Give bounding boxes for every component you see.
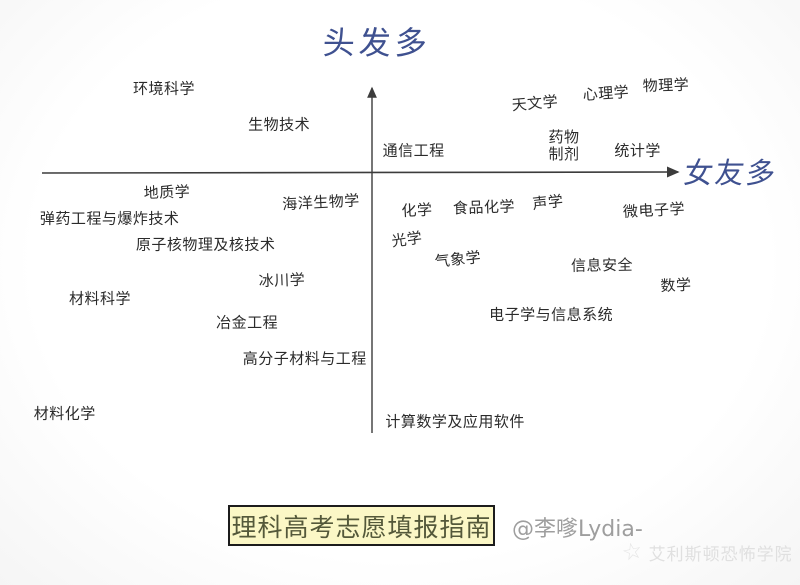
major-label: 材料化学 xyxy=(33,404,96,423)
major-label: 地质学 xyxy=(143,182,191,202)
major-label: 高分子材料与工程 xyxy=(242,349,367,368)
studio-name: 艾利斯顿恐怖学院 xyxy=(648,545,793,565)
major-label: 心理学 xyxy=(581,82,630,104)
major-label: 食品化学 xyxy=(452,197,516,218)
major-label: 统计学 xyxy=(614,141,661,160)
major-label: 物理学 xyxy=(642,75,690,96)
major-label: 冰川学 xyxy=(258,270,306,291)
major-label: 微电子学 xyxy=(622,199,685,221)
major-label: 电子学与信息系统 xyxy=(489,305,614,324)
major-label: 弹药工程与爆炸技术 xyxy=(39,209,180,228)
major-label: 原子核物理及核技术 xyxy=(135,235,276,254)
x-axis-label: 女友多 xyxy=(681,156,780,190)
major-label: 材料科学 xyxy=(68,289,132,308)
y-axis-label: 头发多 xyxy=(321,24,432,62)
major-label: 生物技术 xyxy=(248,115,311,134)
star-icon: ☆ xyxy=(619,537,646,567)
chart-title-box: 理科高考志愿填报指南 xyxy=(228,505,495,546)
major-label: 化学 xyxy=(400,200,433,221)
author-handle: @李嗲Lydia- xyxy=(512,517,643,542)
major-label: 药物 制剂 xyxy=(548,127,580,163)
major-label: 通信工程 xyxy=(382,141,445,160)
x-axis-line xyxy=(41,166,680,178)
major-label: 计算数学及应用软件 xyxy=(385,411,525,430)
major-label: 信息安全 xyxy=(571,255,634,275)
major-label: 声学 xyxy=(531,191,565,214)
chart-title: 理科高考志愿填报指南 xyxy=(231,512,492,542)
studio-watermark: ☆ 艾利斯顿恐怖学院 xyxy=(619,537,793,567)
major-label: 冶金工程 xyxy=(216,313,279,332)
major-label: 数学 xyxy=(660,275,692,296)
major-label: 环境科学 xyxy=(132,79,196,98)
